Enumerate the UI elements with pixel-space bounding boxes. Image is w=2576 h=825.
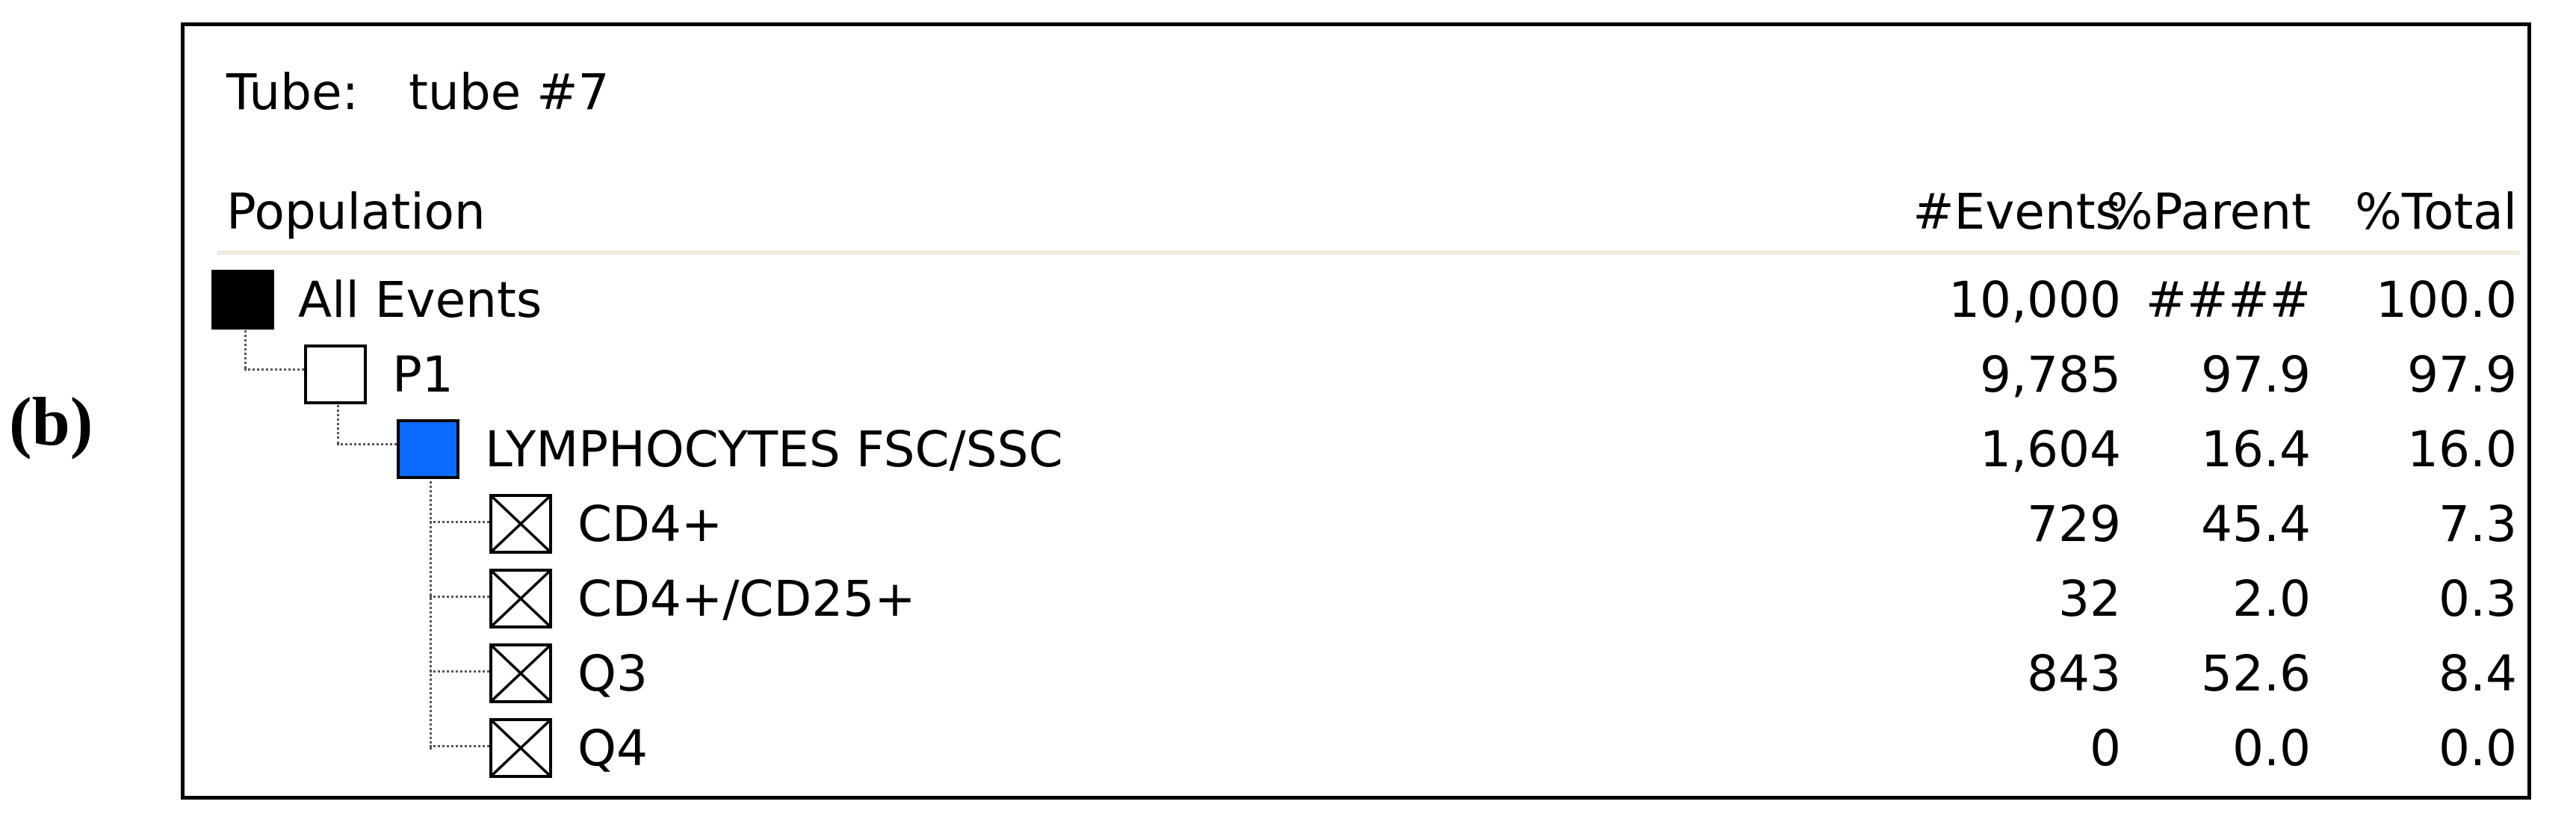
tree-connector xyxy=(430,670,489,673)
population-name: CD4+ xyxy=(578,495,723,553)
population-name: CD4+/CD25+ xyxy=(578,570,916,628)
table-row[interactable]: Q3 843 52.6 8.4 xyxy=(185,637,2527,705)
parent-percent-value: 97.9 xyxy=(2201,346,2311,404)
events-value: 32 xyxy=(2058,570,2121,628)
parent-percent-value: 45.4 xyxy=(2201,495,2311,553)
tube-name: tube #7 xyxy=(409,64,610,121)
tree-connector xyxy=(430,745,489,747)
events-value: 10,000 xyxy=(1948,271,2121,329)
table-row[interactable]: CD4+ 729 45.4 7.3 xyxy=(185,488,2527,555)
hidden-gate-icon[interactable] xyxy=(489,643,552,703)
parent-percent-value: #### xyxy=(2145,271,2311,329)
total-percent-value: 16.0 xyxy=(2407,421,2517,478)
population-name: Q4 xyxy=(578,720,648,777)
events-value: 0 xyxy=(2090,720,2121,777)
population-name: LYMPHOCYTES FSC/SSC xyxy=(485,421,1063,478)
total-percent-value: 100.0 xyxy=(2376,271,2517,329)
hidden-gate-icon[interactable] xyxy=(489,569,552,628)
tube-label: Tube: xyxy=(226,64,359,121)
gate-color-swatch[interactable] xyxy=(304,344,367,404)
tree-connector xyxy=(337,443,397,445)
gate-color-swatch[interactable] xyxy=(397,419,459,479)
table-row[interactable]: P1 9,785 97.9 97.9 xyxy=(185,339,2527,406)
events-value: 1,604 xyxy=(1980,421,2121,478)
tree-connector xyxy=(430,596,489,598)
population-name: All Events xyxy=(298,271,542,329)
total-percent-value: 7.3 xyxy=(2439,495,2517,553)
figure-label: (b) xyxy=(9,383,93,460)
gate-color-swatch[interactable] xyxy=(211,270,274,330)
tree-connector xyxy=(430,521,489,523)
events-value: 729 xyxy=(2027,495,2121,553)
tree-connector xyxy=(337,391,339,445)
parent-percent-value: 2.0 xyxy=(2232,570,2311,628)
total-percent-value: 0.0 xyxy=(2439,720,2517,777)
events-value: 9,785 xyxy=(1980,346,2121,404)
column-header-events[interactable]: #Events xyxy=(1913,183,2121,241)
tree-connector xyxy=(244,368,304,371)
total-percent-value: 0.3 xyxy=(2439,570,2517,628)
events-value: 843 xyxy=(2027,645,2121,702)
column-header-total[interactable]: %Total xyxy=(2355,183,2517,241)
column-header-population[interactable]: Population xyxy=(226,183,486,241)
table-row[interactable]: LYMPHOCYTES FSC/SSC 1,604 16.4 16.0 xyxy=(185,413,2527,481)
hidden-gate-icon[interactable] xyxy=(489,494,552,554)
total-percent-value: 8.4 xyxy=(2439,645,2517,702)
tree-connector xyxy=(244,316,247,368)
parent-percent-value: 16.4 xyxy=(2201,421,2311,478)
population-name: P1 xyxy=(392,346,453,404)
tree-connector xyxy=(430,467,432,750)
population-name: Q3 xyxy=(578,645,648,702)
column-header-parent[interactable]: %Parent xyxy=(2106,183,2311,241)
table-row[interactable]: Q4 0 0.0 0.0 xyxy=(185,712,2527,779)
population-hierarchy-panel: Tube: tube #7 Population #Events %Parent… xyxy=(181,22,2531,800)
parent-percent-value: 0.0 xyxy=(2232,720,2311,777)
hidden-gate-icon[interactable] xyxy=(489,718,552,778)
table-row[interactable]: CD4+/CD25+ 32 2.0 0.3 xyxy=(185,563,2527,630)
total-percent-value: 97.9 xyxy=(2407,346,2517,404)
parent-percent-value: 52.6 xyxy=(2201,645,2311,702)
header-divider xyxy=(217,250,2520,255)
table-row[interactable]: All Events 10,000 #### 100.0 xyxy=(185,264,2527,331)
